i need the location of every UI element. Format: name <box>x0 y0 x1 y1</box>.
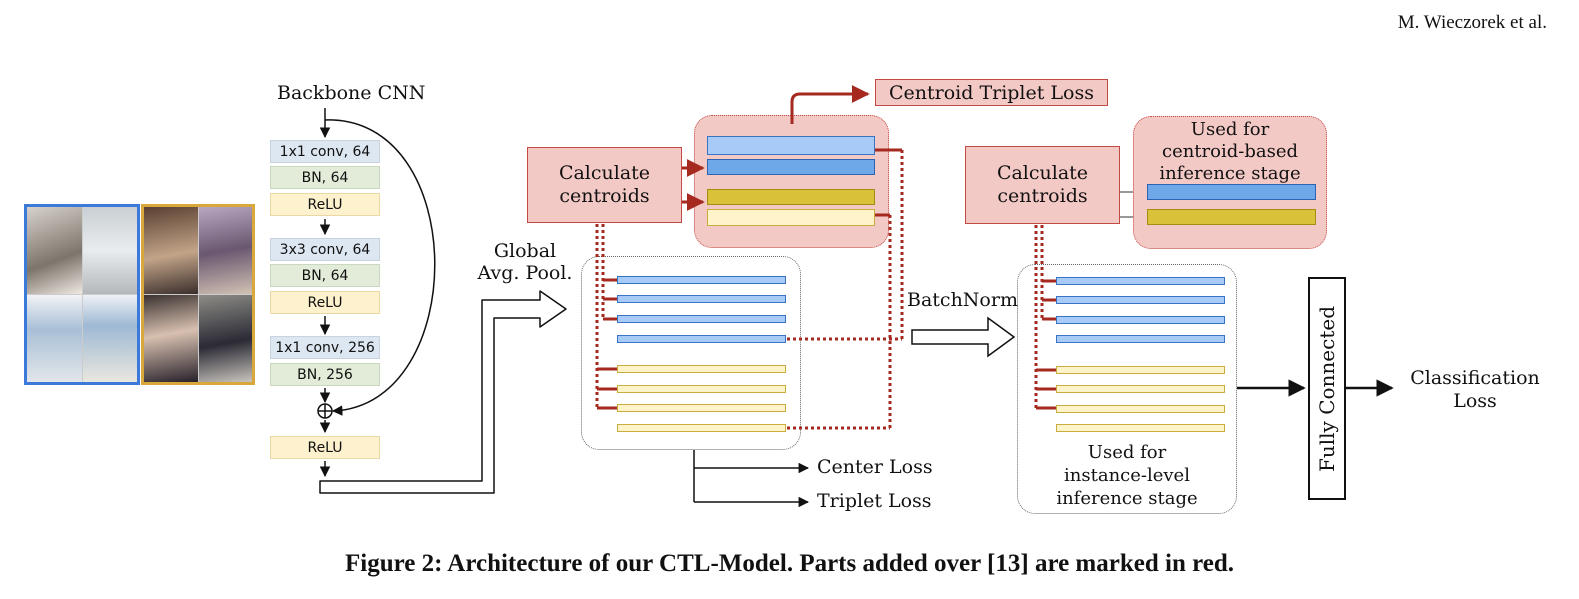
backbone-layer-relu: ReLU <box>270 436 380 459</box>
centroid-inference-label: Used for centroid-based inference stage <box>1159 119 1301 184</box>
feature-bar-yellow <box>617 365 786 373</box>
backbone-layer-bn: BN, 256 <box>270 363 380 386</box>
normalized-feature-bar-yellow <box>1056 385 1225 393</box>
calculate-centroids-left-label: Calculate centroids <box>558 162 651 207</box>
feature-bar-blue <box>617 335 786 343</box>
centroid-bar-yellow <box>707 189 875 205</box>
backbone-layer-bn: BN, 64 <box>270 264 380 287</box>
calculate-centroids-right-label: Calculate centroids <box>996 162 1089 207</box>
centroid-triplet-loss-box: Centroid Triplet Loss <box>875 79 1108 106</box>
instance-inference-label: Used for instance-level inference stage <box>1056 442 1198 509</box>
pool-hollow-arrow <box>319 290 567 494</box>
centroid-bar-cream <box>707 209 875 226</box>
centroid-bar-blue-light <box>707 136 875 155</box>
normalized-feature-bar-blue <box>1056 316 1225 324</box>
batchnorm-label: BatchNorm <box>907 289 1018 311</box>
global-avg-pool-label: Global Avg. Pool. <box>477 240 573 284</box>
normalized-feature-bar-blue <box>1056 335 1225 343</box>
feature-bar-yellow <box>617 385 786 393</box>
running-header-author: M. Wieczorek et al. <box>1397 12 1547 33</box>
normalized-feature-bar-yellow <box>1056 424 1225 432</box>
figure-caption: Figure 2: Architecture of our CTL-Model.… <box>344 550 1234 577</box>
fully-connected-box: Fully Connected <box>1308 277 1346 500</box>
calculate-centroids-right: Calculate centroids <box>965 146 1120 224</box>
backbone-layer-conv: 3x3 conv, 64 <box>270 238 380 261</box>
centroid-region-right <box>1133 116 1327 249</box>
normalized-feature-bar-blue <box>1056 277 1225 285</box>
feature-bar-yellow <box>617 404 786 412</box>
feature-bar-blue <box>617 295 786 303</box>
center-loss-label: Center Loss <box>817 456 933 478</box>
sample-images-blue <box>24 204 140 385</box>
sample-images-gold <box>141 204 255 385</box>
centroid-triplet-loss-label: Centroid Triplet Loss <box>888 82 1094 104</box>
centroid-region-left <box>694 115 889 248</box>
backbone-layer-bn: BN, 64 <box>270 166 380 189</box>
triplet-loss-label: Triplet Loss <box>817 490 932 512</box>
normalized-feature-bar-yellow <box>1056 366 1225 374</box>
normalized-feature-bar-yellow <box>1056 405 1225 413</box>
backbone-layer-relu: ReLU <box>270 291 380 314</box>
right-centroid-bar-yellow <box>1147 209 1316 225</box>
feature-region-right <box>1017 264 1237 514</box>
calculate-centroids-left: Calculate centroids <box>527 147 682 223</box>
feature-bar-blue <box>617 276 786 284</box>
feature-bar-blue <box>617 315 786 323</box>
normalized-feature-bar-blue <box>1056 296 1225 304</box>
backbone-layer-conv: 1x1 conv, 256 <box>270 336 380 359</box>
feature-region-middle <box>581 256 801 450</box>
backbone-layer-conv: 1x1 conv, 64 <box>270 140 380 163</box>
centroid-bar-blue-dark <box>707 159 875 175</box>
fully-connected-label: Fully Connected <box>1315 305 1339 472</box>
classification-loss-label: Classification Loss <box>1410 367 1540 412</box>
batchnorm-hollow-arrow <box>911 316 1016 358</box>
feature-bar-yellow <box>617 424 786 432</box>
backbone-layer-relu: ReLU <box>270 193 380 216</box>
right-centroid-bar-blue <box>1147 184 1316 200</box>
backbone-title: Backbone CNN <box>277 82 426 104</box>
